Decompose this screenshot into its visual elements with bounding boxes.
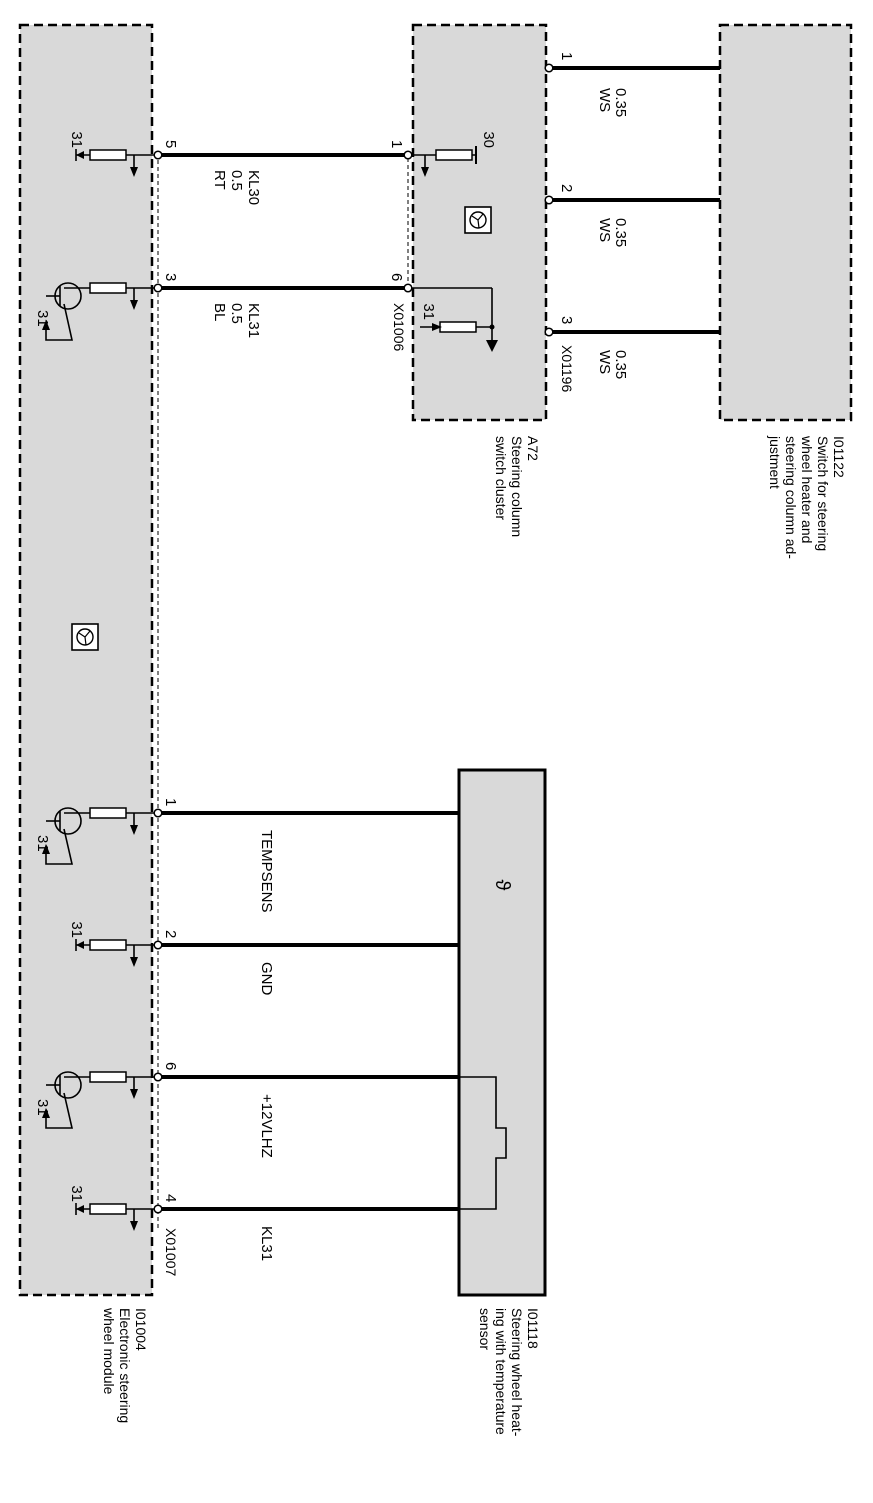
svg-text:6: 6	[162, 1062, 179, 1070]
esm-circuit-pin3	[42, 282, 154, 341]
svg-text:X01196: X01196	[559, 345, 575, 392]
heater-element	[459, 1076, 507, 1210]
svg-text:5: 5	[162, 140, 179, 148]
svg-text:2: 2	[558, 184, 575, 192]
esm-circuit-pin6	[42, 1071, 154, 1129]
svg-text:Electronic steering: Electronic steering	[117, 1308, 133, 1423]
svg-text:I01122: I01122	[831, 436, 847, 478]
svg-text:justment: justment	[767, 435, 783, 489]
svg-text:4: 4	[162, 1194, 179, 1202]
wire-labels-switch: 0.35 WS 0.35 WS 0.35 WS	[596, 88, 629, 379]
svg-text:0.5: 0.5	[228, 303, 245, 324]
esm-circuit-pin5	[75, 149, 154, 178]
svg-text:KL30: KL30	[245, 170, 262, 205]
svg-text:0.35: 0.35	[612, 350, 629, 379]
svg-text:WS: WS	[596, 88, 613, 112]
svg-text:ing with temperature: ing with temperature	[493, 1308, 509, 1435]
a72-circuit-pin1	[412, 146, 477, 178]
svg-text:3: 3	[558, 316, 575, 324]
terminal-labels: 31 31 31 31 31 31 30 31	[34, 131, 497, 1202]
svg-text:Steering wheel heat-: Steering wheel heat-	[509, 1308, 525, 1437]
svg-text:Switch for steering: Switch for steering	[815, 436, 831, 551]
svg-text:KL31: KL31	[258, 1226, 275, 1261]
svg-text:31: 31	[68, 1185, 85, 1202]
svg-text:BL: BL	[211, 303, 228, 321]
svg-text:1: 1	[162, 798, 179, 806]
module-switch-box	[718, 23, 853, 422]
svg-text:wheel heater and: wheel heater and	[799, 435, 815, 543]
svg-text:30: 30	[480, 131, 497, 148]
svg-text:Steering column: Steering column	[509, 436, 525, 537]
module-esm-box	[18, 23, 154, 1297]
svg-text:1: 1	[558, 52, 575, 60]
svg-text:6: 6	[388, 273, 405, 281]
svg-text:2: 2	[162, 930, 179, 938]
module-heater-box	[457, 768, 547, 1297]
esm-circuit-pin1	[42, 807, 154, 865]
svg-text:1: 1	[388, 140, 405, 148]
caption-switch: I01122 Switch for steering wheel heater …	[767, 435, 847, 559]
svg-text:3: 3	[162, 273, 179, 281]
svg-text:WS: WS	[596, 218, 613, 242]
svg-text:31: 31	[68, 921, 85, 938]
svg-text:steering column ad-: steering column ad-	[783, 436, 799, 559]
svg-text:31: 31	[34, 1099, 51, 1116]
wires	[158, 66, 720, 1211]
svg-text:+12VLHZ: +12VLHZ	[258, 1094, 275, 1158]
svg-text:31: 31	[420, 303, 437, 320]
caption-heater: I01118 Steering wheel heat- ing with tem…	[477, 1308, 541, 1437]
caption-a72: A72 Steering column switch cluster	[493, 436, 541, 537]
svg-text:TEMPSENS: TEMPSENS	[258, 830, 275, 913]
svg-text:A72: A72	[525, 436, 541, 461]
pin-numbers: 5 3 1 6 1 2 3 1 2 6 4	[162, 52, 575, 1202]
svg-text:GND: GND	[258, 962, 275, 996]
connector-ids: X01006 X01196 X01007	[163, 303, 575, 1276]
svg-text:sensor: sensor	[477, 1308, 493, 1350]
control-unit-icon	[464, 206, 492, 234]
control-unit-icon	[71, 623, 99, 651]
caption-esm: I01004 Electronic steering wheel module	[101, 1307, 149, 1423]
svg-text:0.35: 0.35	[612, 218, 629, 247]
esm-circuit-pin4	[75, 1203, 154, 1232]
svg-text:X01007: X01007	[163, 1228, 179, 1276]
svg-text:X01006: X01006	[391, 303, 407, 351]
svg-text:KL31: KL31	[245, 303, 262, 338]
wire-labels-esm-a72: KL30 0.5 RT KL31 0.5 BL	[211, 170, 262, 338]
svg-text:switch cluster: switch cluster	[493, 436, 509, 520]
svg-text:31: 31	[34, 835, 51, 852]
svg-text:31: 31	[34, 310, 51, 327]
svg-text:I01004: I01004	[133, 1308, 149, 1351]
temperature-sensor-icon: ϑ	[491, 880, 513, 891]
svg-text:RT: RT	[211, 170, 228, 190]
svg-text:WS: WS	[596, 350, 613, 374]
wire-labels-heater: TEMPSENS GND +12VLHZ KL31	[258, 830, 275, 1261]
svg-text:I01118: I01118	[525, 1308, 541, 1349]
svg-text:0.5: 0.5	[228, 170, 245, 191]
a72-circuit-pin6	[412, 287, 498, 352]
svg-text:wheel module: wheel module	[101, 1307, 117, 1395]
svg-text:31: 31	[68, 131, 85, 148]
svg-text:0.35: 0.35	[612, 88, 629, 117]
esm-circuit-pin2	[75, 939, 154, 968]
